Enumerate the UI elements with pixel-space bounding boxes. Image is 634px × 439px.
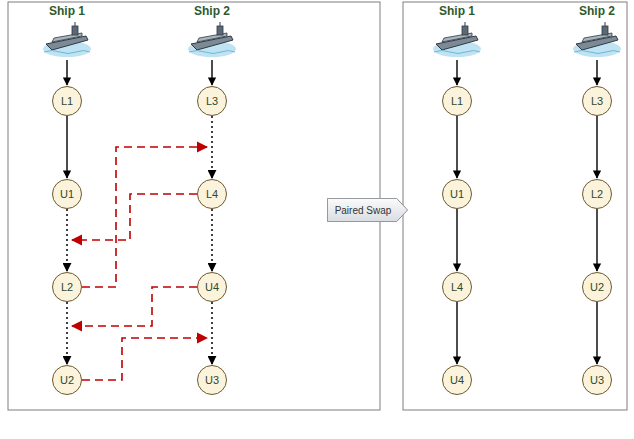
ship-node: Ship 1	[39, 4, 95, 60]
ship-name: Ship 2	[579, 4, 615, 18]
swap-arrow	[82, 147, 207, 287]
swap-arrow	[72, 287, 197, 326]
task-circle: U2	[52, 365, 82, 395]
dotted-sequence-arrow	[66, 209, 68, 271]
ship-name: Ship 2	[194, 4, 230, 18]
swap-arrows	[72, 147, 207, 380]
left-panel	[8, 2, 380, 410]
task-label: L1	[61, 95, 73, 107]
task-label: U1	[450, 188, 464, 200]
sequence-arrow	[456, 60, 457, 85]
ship-name: Ship 1	[49, 4, 85, 18]
task-label: U1	[60, 188, 74, 200]
task-circle: L1	[442, 86, 472, 116]
ship-node: Ship 2	[184, 4, 240, 60]
task-label: L4	[451, 281, 463, 293]
sequence-arrow	[66, 116, 67, 178]
task-circle: L4	[442, 272, 472, 302]
ship-node: Ship 1	[429, 4, 485, 60]
task-label: L2	[61, 281, 73, 293]
ship-icon	[433, 22, 481, 57]
task-circle: L3	[582, 86, 612, 116]
task-circle: L2	[582, 179, 612, 209]
dotted-sequence-arrow	[211, 209, 213, 271]
sequence-arrow	[456, 116, 457, 178]
sequence-arrow	[596, 302, 597, 364]
sequence-arrow	[456, 302, 457, 364]
task-circle: U3	[197, 365, 227, 395]
swap-arrow	[82, 338, 207, 380]
task-circle: U4	[442, 365, 472, 395]
ship-icon	[573, 22, 621, 57]
task-label: U2	[590, 281, 604, 293]
task-circle: U3	[582, 365, 612, 395]
sequence-arrow	[596, 209, 597, 271]
task-circle: U4	[197, 272, 227, 302]
sequence-arrow	[596, 116, 597, 178]
dotted-sequence-arrow	[211, 116, 213, 178]
sequence-arrow	[66, 60, 67, 85]
swap-label: Paired Swap	[327, 198, 408, 222]
task-label: L2	[591, 188, 603, 200]
task-circle: L3	[197, 86, 227, 116]
dotted-sequence-arrow	[66, 302, 68, 364]
task-label: L4	[206, 188, 218, 200]
task-circle: U1	[442, 179, 472, 209]
task-label: U2	[60, 374, 74, 386]
ship-icon	[188, 22, 236, 57]
task-circle: U1	[52, 179, 82, 209]
step-label: Paired Swap	[335, 205, 392, 216]
ship-name: Ship 1	[439, 4, 475, 18]
task-circle: L4	[197, 179, 227, 209]
task-label: U4	[450, 374, 464, 386]
task-circle: L1	[52, 86, 82, 116]
task-label: U3	[590, 374, 604, 386]
task-label: L3	[206, 95, 218, 107]
task-label: L1	[451, 95, 463, 107]
right-panel	[403, 2, 627, 410]
task-circle: U2	[582, 272, 612, 302]
sequence-arrow	[596, 60, 597, 85]
task-label: U3	[205, 374, 219, 386]
sequence-arrow	[211, 60, 212, 85]
sequence-arrow	[456, 209, 457, 271]
ship-icon	[43, 22, 91, 57]
task-label: U4	[205, 281, 219, 293]
task-label: L3	[591, 95, 603, 107]
swap-arrow	[72, 194, 197, 240]
task-circle: L2	[52, 272, 82, 302]
ship-node: Ship 2	[569, 4, 625, 60]
dotted-sequence-arrow	[211, 302, 213, 364]
